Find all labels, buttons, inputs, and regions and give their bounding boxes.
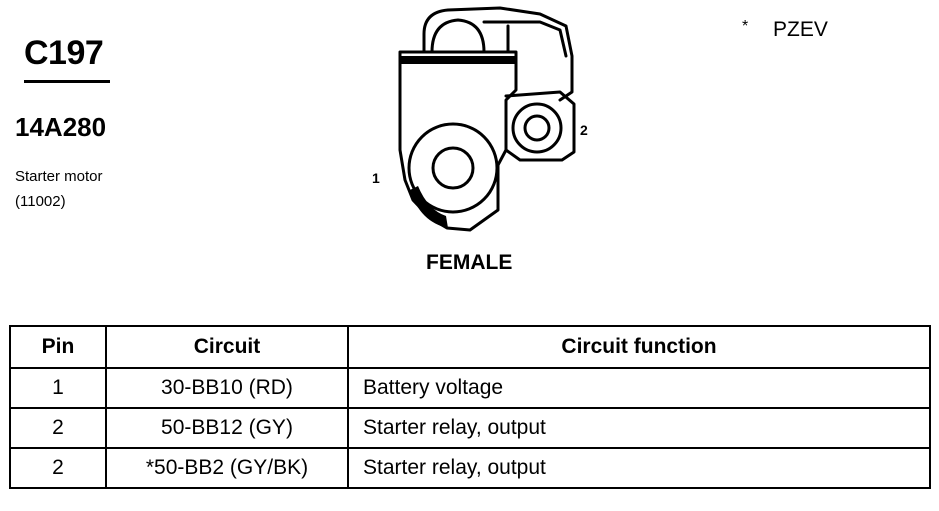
- pin-label-1: 1: [372, 170, 380, 186]
- pin-table: Pin Circuit Circuit function 1 30-BB10 (…: [9, 325, 931, 489]
- connector-id: C197: [24, 34, 104, 72]
- table-header-row: Pin Circuit Circuit function: [9, 325, 931, 369]
- pin-1-latch: [410, 186, 448, 228]
- table-row: 2 50-BB12 (GY) Starter relay, output: [9, 407, 931, 449]
- connector-drawing: [398, 6, 576, 232]
- component-description: Starter motor: [15, 168, 103, 185]
- cell-circuit: *50-BB2 (GY/BK): [105, 447, 349, 489]
- header-circuit: Circuit: [105, 325, 349, 369]
- header-circuit-function: Circuit function: [347, 325, 931, 369]
- table-row: 2 *50-BB2 (GY/BK) Starter relay, output: [9, 447, 931, 489]
- pin-2-housing: [504, 90, 576, 162]
- cell-pin: 1: [9, 367, 107, 409]
- cell-circuit: 50-BB12 (GY): [105, 407, 349, 449]
- note-symbol: *: [742, 18, 749, 35]
- cell-pin: 2: [9, 407, 107, 449]
- connector-housing: [398, 50, 518, 232]
- pin-label-2: 2: [580, 122, 588, 138]
- part-number: 14A280: [15, 112, 107, 142]
- note-text: PZEV: [773, 18, 828, 41]
- cell-circuit-function: Battery voltage: [347, 367, 931, 409]
- connector-top-cap: [422, 6, 574, 102]
- cell-circuit-function: Starter relay, output: [347, 407, 931, 449]
- pin-1-cavity: [407, 122, 499, 214]
- cell-circuit-function: Starter relay, output: [347, 447, 931, 489]
- cell-circuit: 30-BB10 (RD): [105, 367, 349, 409]
- housing-band: [399, 56, 517, 64]
- connector-id-underline: [24, 80, 110, 83]
- header-pin: Pin: [9, 325, 107, 369]
- component-reference: (11002): [15, 193, 66, 210]
- connector-gender: FEMALE: [426, 251, 513, 274]
- table-row: 1 30-BB10 (RD) Battery voltage: [9, 367, 931, 409]
- pin-2-cavity: [511, 102, 563, 154]
- cell-pin: 2: [9, 447, 107, 489]
